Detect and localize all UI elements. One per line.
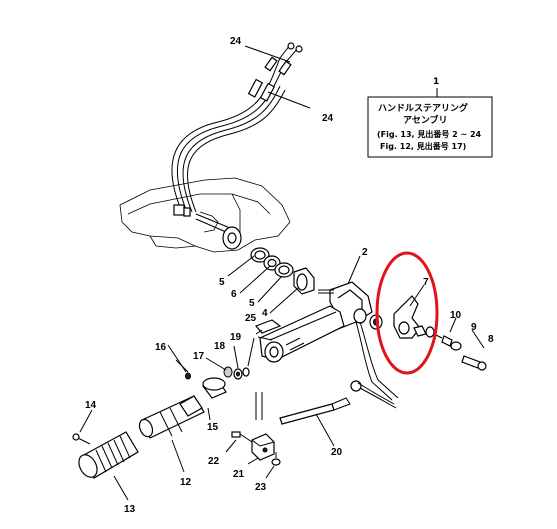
- part-25-plate: [254, 319, 282, 334]
- legend-number: 1: [433, 77, 439, 87]
- screw-16: [175, 359, 191, 380]
- legend-ref-line2: Fig. 12, 見出番号 17): [380, 141, 466, 151]
- pivot-parts: [222, 226, 315, 295]
- screw-14: [72, 433, 91, 445]
- friction-knob: [202, 377, 227, 399]
- clamp-block: [231, 431, 281, 466]
- callout-6: 6: [231, 289, 237, 300]
- legend-title-line1: ハンドルステアリング: [378, 102, 468, 114]
- callout-24-top: 24: [230, 36, 242, 47]
- callout-14: 14: [85, 400, 97, 411]
- throttle-rod: [279, 397, 351, 425]
- legend-box: 1 ハンドルステアリング アセンブリ (Fig. 13, 見出番号 2 ~ 24…: [367, 77, 493, 158]
- callout-2: 2: [362, 247, 368, 258]
- callout-16: 16: [155, 342, 167, 353]
- leader-lines-lower: [255, 392, 263, 420]
- callout-22: 22: [208, 456, 220, 467]
- callout-13: 13: [124, 504, 136, 515]
- highlight-circle: [375, 251, 439, 375]
- callout-15: 15: [207, 422, 219, 433]
- callout-23: 23: [255, 482, 267, 493]
- lower-cables: [350, 321, 399, 409]
- throttle-cables: [171, 42, 303, 233]
- callout-5-lower: 5: [249, 298, 255, 309]
- legend-title-line2: アセンブリ: [403, 114, 448, 126]
- callout-17: 17: [193, 351, 205, 362]
- callout-12: 12: [180, 477, 192, 488]
- callout-19: 19: [230, 332, 242, 343]
- callout-numbers: 24 24 2 7 5 6 5 4 10 9 8 25 19 16 18 17 …: [85, 36, 494, 515]
- engine-outline: [119, 177, 291, 253]
- callout-7: 7: [423, 277, 429, 288]
- leader-lines: [79, 45, 485, 501]
- callout-18: 18: [214, 341, 226, 352]
- legend-ref-line1: (Fig. 13, 見出番号 2 ~ 24: [377, 129, 482, 139]
- callout-9: 9: [471, 322, 477, 333]
- throttle-grip: [78, 431, 139, 479]
- callout-24-right: 24: [322, 113, 334, 124]
- bracket-7-group: [393, 295, 487, 371]
- callout-8: 8: [488, 334, 494, 345]
- spring-washers: [223, 366, 250, 380]
- tiller-arm: [259, 305, 345, 363]
- callout-20: 20: [331, 447, 343, 458]
- callout-5-upper: 5: [219, 277, 225, 288]
- callout-25: 25: [245, 313, 257, 324]
- callout-21: 21: [233, 469, 245, 480]
- callout-4: 4: [262, 308, 268, 319]
- callout-10: 10: [450, 310, 462, 321]
- grip-assembly: [138, 395, 205, 439]
